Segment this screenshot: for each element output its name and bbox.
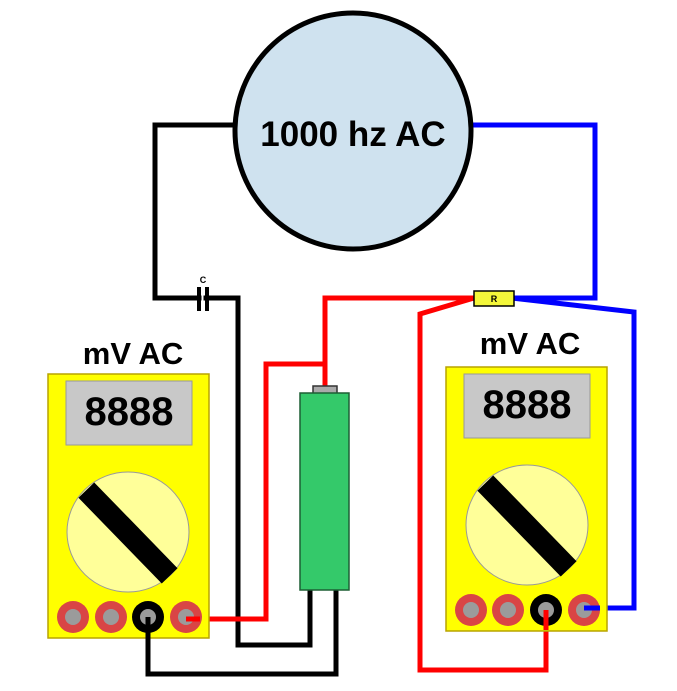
multimeter-right: mV AC 8888 xyxy=(445,326,608,632)
wire-blue-source-to-resistor xyxy=(467,122,598,301)
resistor-label: R xyxy=(491,294,498,304)
wire-red-left-meter-to-cell xyxy=(183,361,323,622)
wire-black-source-to-capacitor xyxy=(152,122,239,301)
multimeter-right-display xyxy=(463,373,591,439)
multimeter-right-dial-pointer xyxy=(477,475,577,577)
multimeter-left-display-value: 8888 xyxy=(85,390,174,434)
multimeter-right-title: mV AC xyxy=(480,326,580,361)
resistor-body xyxy=(473,290,515,307)
multimeter-right-jack-1-hole xyxy=(463,602,479,618)
multimeter-left-title: mV AC xyxy=(83,336,183,371)
wires xyxy=(145,122,637,677)
ac-source-label: 1000 hz AC xyxy=(260,115,445,154)
wire-black-capacitor-to-cell xyxy=(203,295,313,648)
multimeter-right-jack-2-hole xyxy=(500,602,516,618)
ac-source: 1000 hz AC xyxy=(232,10,474,252)
multimeter-right-display-value: 8888 xyxy=(483,383,572,427)
cell-body xyxy=(299,392,350,591)
multimeter-left-jack-2-hole xyxy=(103,609,119,625)
wire-black-left-meter-com-to-cell xyxy=(145,587,339,677)
multimeter-left-dial-pointer xyxy=(78,482,178,584)
wire-red-resistor-to-right-meter xyxy=(417,294,549,673)
capacitor: C xyxy=(197,275,209,311)
multimeter-left-jack-1-hole xyxy=(65,609,81,625)
capacitor-label: C xyxy=(200,275,207,285)
multimeter-left: mV AC 8888 xyxy=(47,336,210,639)
wire-red-cell-to-resistor xyxy=(322,295,477,391)
resistor: R xyxy=(473,290,515,307)
ac-source-circle xyxy=(232,10,474,252)
wire-ends xyxy=(145,605,600,640)
multimeter-left-display xyxy=(65,380,193,446)
cell xyxy=(299,385,350,591)
wire-blue-resistor-to-right-meter xyxy=(509,295,637,611)
